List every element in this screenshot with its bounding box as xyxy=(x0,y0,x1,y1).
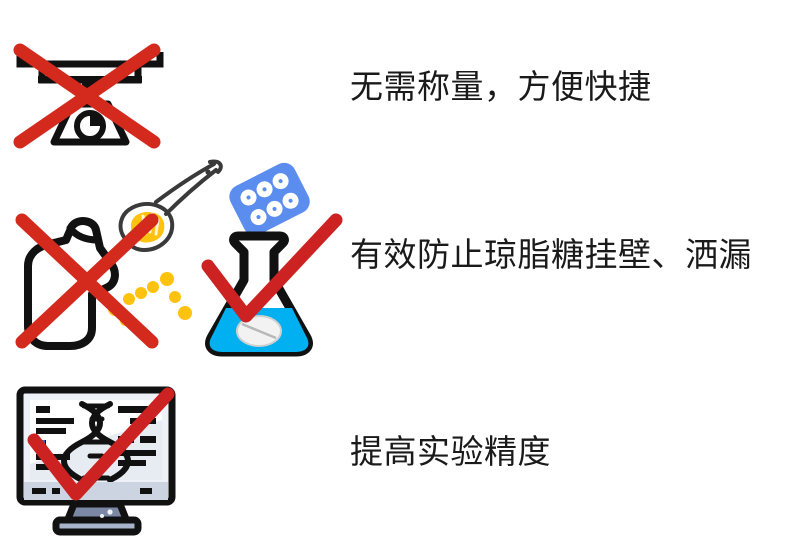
icon-group-higher-precision xyxy=(0,372,350,536)
feature-row-no-spill: 有效防止琼脂糖挂壁、洒漏 xyxy=(0,150,808,360)
feature-caption-no-weighing: 无需称量，方便快捷 xyxy=(350,68,652,106)
check-mark-flask-icon xyxy=(201,213,343,323)
feature-caption-no-spill: 有效防止琼脂糖挂壁、洒漏 xyxy=(350,236,752,274)
icon-group-no-weighing xyxy=(0,22,350,152)
icon-group-no-spill xyxy=(0,150,350,360)
feature-caption-higher-precision: 提高实验精度 xyxy=(350,433,551,471)
cross-out-mark-scale-icon xyxy=(13,43,161,149)
feature-row-no-weighing: 无需称量，方便快捷 xyxy=(0,22,808,152)
feature-row-higher-precision: 提高实验精度 xyxy=(0,372,808,536)
blister-pack-icon xyxy=(229,162,310,236)
cross-out-mark-bag-icon xyxy=(15,213,159,349)
check-mark-monitor-icon xyxy=(27,387,175,501)
